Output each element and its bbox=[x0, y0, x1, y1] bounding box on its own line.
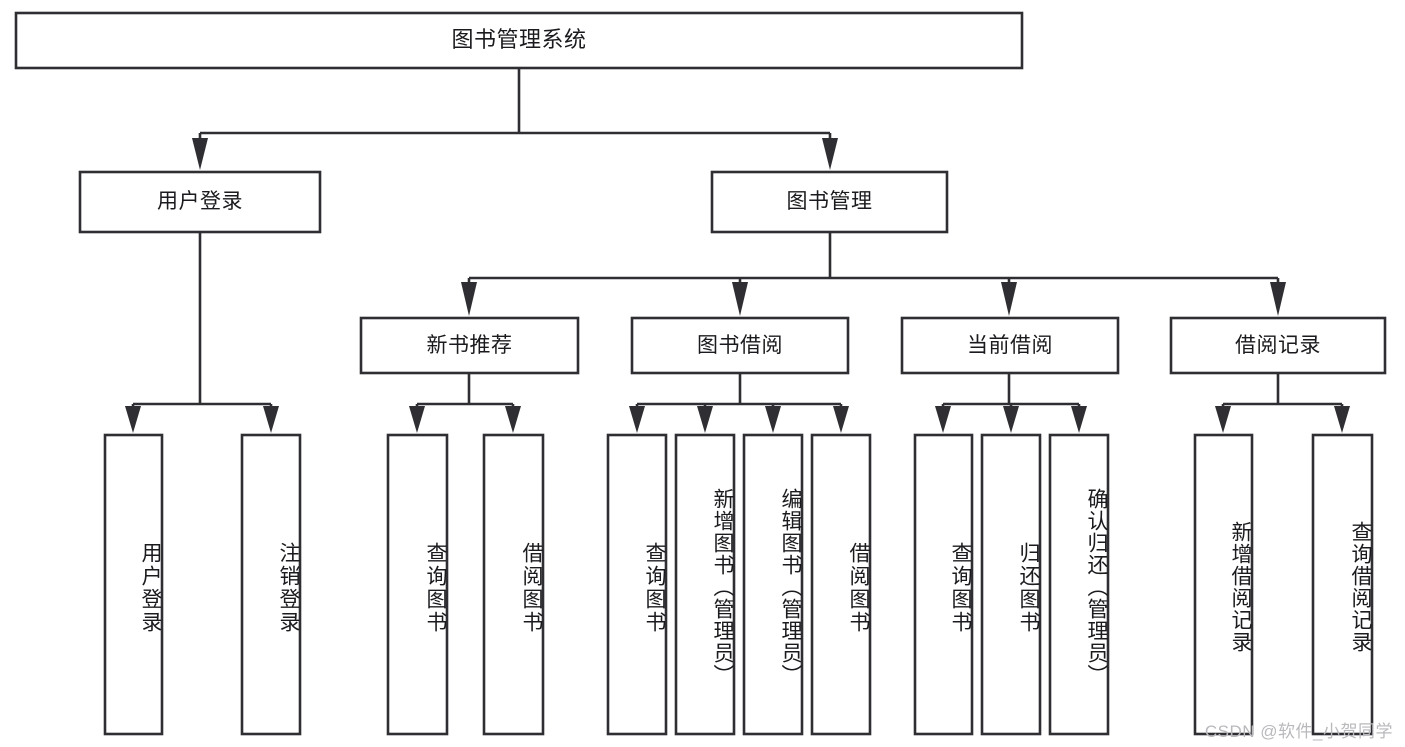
arrow-to-leaf-add-book bbox=[697, 406, 713, 433]
arrow-to-user-login bbox=[192, 138, 208, 170]
node-box-book-borrow[interactable] bbox=[630, 316, 850, 375]
arrow-to-leaf-query-book-1 bbox=[409, 406, 425, 433]
leaf-box-add-record[interactable] bbox=[1193, 433, 1254, 736]
leaf-box-user-login[interactable] bbox=[103, 433, 164, 736]
leaf-box-logout[interactable] bbox=[240, 433, 302, 736]
node-box-root[interactable] bbox=[14, 11, 1024, 70]
arrow-to-book-borrow bbox=[732, 282, 748, 316]
arrow-to-book-admin bbox=[822, 138, 838, 170]
arrow-to-leaf-query-record bbox=[1334, 406, 1350, 433]
arrow-to-leaf-borrow-book-2 bbox=[833, 406, 849, 433]
leaf-box-query-book-1[interactable] bbox=[386, 433, 449, 736]
leaf-box-query-record[interactable] bbox=[1311, 433, 1374, 736]
arrow-to-current-borrow bbox=[1001, 282, 1017, 316]
arrow-to-leaf-query-book-3 bbox=[935, 406, 951, 433]
arrow-to-leaf-confirm-return bbox=[1071, 406, 1087, 433]
arrow-to-new-book-rec bbox=[461, 282, 477, 316]
box-layer bbox=[14, 11, 1387, 736]
csdn-watermark: CSDN @软件_小贺同学 bbox=[1204, 722, 1393, 741]
leaf-box-return-book[interactable] bbox=[980, 433, 1042, 736]
node-box-new-book-rec[interactable] bbox=[359, 316, 580, 375]
leaf-box-add-book[interactable] bbox=[674, 433, 736, 736]
arrow-to-leaf-add-record bbox=[1215, 406, 1231, 433]
leaf-box-confirm-return[interactable] bbox=[1048, 433, 1110, 736]
leaf-box-query-book-2[interactable] bbox=[606, 433, 668, 736]
node-box-current-borrow[interactable] bbox=[900, 316, 1120, 375]
arrow-to-leaf-borrow-book-1 bbox=[505, 406, 521, 433]
leaf-box-borrow-book-2[interactable] bbox=[810, 433, 872, 736]
arrow-to-leaf-user-login bbox=[125, 406, 141, 433]
connector-layer bbox=[125, 68, 1350, 433]
leaf-box-borrow-book-1[interactable] bbox=[482, 433, 545, 736]
node-box-borrow-record[interactable] bbox=[1169, 316, 1387, 375]
arrow-to-borrow-record bbox=[1270, 282, 1286, 316]
leaf-box-edit-book[interactable] bbox=[742, 433, 804, 736]
arrow-to-leaf-logout bbox=[263, 406, 279, 433]
leaf-box-query-book-3[interactable] bbox=[913, 433, 974, 736]
node-box-user-login[interactable] bbox=[78, 170, 322, 234]
node-box-book-admin[interactable] bbox=[710, 170, 949, 234]
arrow-to-leaf-edit-book bbox=[765, 406, 781, 433]
arrow-to-leaf-query-book-2 bbox=[629, 406, 645, 433]
arrow-to-leaf-return-book bbox=[1003, 406, 1019, 433]
